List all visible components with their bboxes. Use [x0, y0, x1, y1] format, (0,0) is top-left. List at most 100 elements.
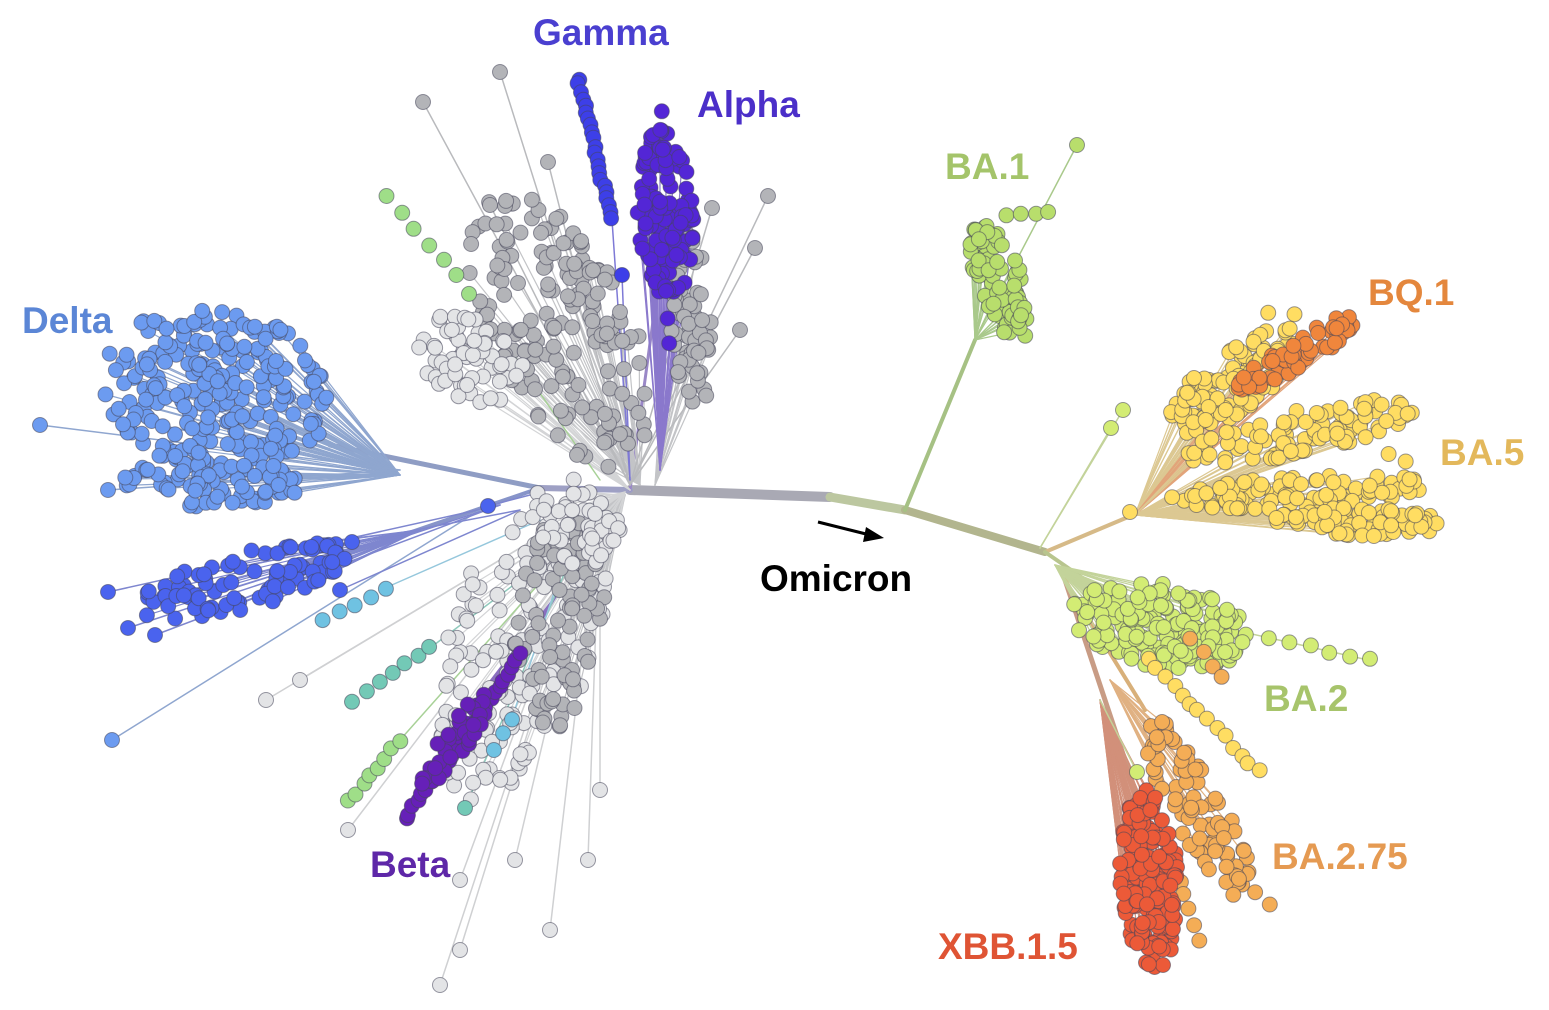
gray-tip: [527, 341, 544, 358]
gray-tip: [530, 615, 547, 632]
lightgray-tip: [542, 922, 558, 938]
ba2-tip: [1204, 591, 1221, 608]
ba2-tip: [1095, 614, 1112, 631]
lightgray-tip: [592, 782, 608, 798]
ba275-tip: [1180, 900, 1197, 917]
ba275-tip: [1213, 668, 1230, 685]
ba5-tip: [1289, 490, 1306, 507]
lightgray-tip: [459, 612, 476, 629]
delta-tip: [32, 417, 48, 433]
ba5-tip: [1374, 484, 1391, 501]
gray-tip: [579, 631, 596, 648]
ba1-tip: [989, 253, 1006, 270]
ba2-tip: [1362, 650, 1378, 667]
gray-tip: [540, 154, 556, 170]
lightgray-tip: [463, 661, 480, 678]
ba5-tip: [1147, 659, 1163, 676]
gray-tip: [614, 332, 631, 349]
xbb15-tip: [1115, 885, 1132, 902]
alpha-tip: [636, 196, 653, 213]
ba2-tip: [1260, 630, 1277, 647]
delta-tip: [224, 494, 241, 511]
ba5-tip: [1332, 399, 1349, 416]
ba1-tip: [1040, 204, 1057, 220]
ba275-tip: [1204, 658, 1221, 675]
lightgray-tip: [535, 501, 552, 518]
gray-tip: [559, 288, 576, 305]
gray-tip: [566, 255, 583, 272]
gray-tip: [543, 378, 560, 395]
delta-tip: [194, 302, 211, 319]
gray-tip: [545, 245, 562, 262]
ba1-tip: [991, 279, 1008, 296]
gray-tip: [522, 312, 539, 329]
delta-royal-tip: [324, 554, 341, 571]
alpha-tip: [641, 170, 658, 187]
lightgray-tip: [443, 321, 460, 338]
ba5-tip: [1270, 449, 1287, 466]
gray-tip: [596, 405, 613, 422]
ba5-tip: [1287, 509, 1304, 526]
lightgray-tip: [605, 532, 622, 549]
ba5-tip: [1275, 414, 1292, 431]
xbb15-tip: [1134, 915, 1151, 931]
ba5-tip: [1239, 755, 1256, 772]
ba5-tip: [1228, 339, 1245, 356]
delta-label: Delta: [22, 300, 113, 341]
ba1-tip: [1012, 205, 1029, 222]
xbb15-tip: [1164, 921, 1181, 937]
gray-tip: [630, 404, 647, 421]
gray-tip: [554, 368, 571, 385]
lightgray-tip: [258, 692, 274, 708]
gray-tip: [496, 286, 513, 303]
delta-royal-tip: [147, 627, 163, 643]
teal-tip: [358, 683, 375, 700]
sky-tip: [331, 603, 348, 620]
beta-label: Beta: [370, 844, 451, 885]
ba5-stem: [1043, 510, 1142, 554]
ba5-tip: [1236, 474, 1253, 491]
lightgray-tip: [512, 746, 529, 763]
ba5-tip: [1399, 405, 1416, 422]
alpha-tip: [684, 230, 701, 247]
delta-tip: [191, 356, 208, 373]
delta-royal-tip: [269, 563, 286, 580]
delta-tip: [138, 356, 155, 373]
ba275-tip: [1225, 886, 1242, 903]
green-tip: [421, 237, 438, 254]
delta-royal-tip: [190, 590, 207, 607]
xbb15-tip: [1133, 846, 1150, 863]
lightgray-tip: [466, 332, 483, 349]
delta-tip: [133, 425, 150, 442]
delta-branch: [241, 415, 401, 476]
delta-tip: [262, 440, 279, 457]
gray-tip: [512, 224, 529, 241]
ba275-tip: [1247, 884, 1264, 901]
green-tip: [405, 220, 422, 237]
ba5-tip: [1316, 503, 1333, 520]
lightgray-tip: [580, 852, 596, 868]
ba2-tip: [1119, 600, 1136, 617]
lightgray-tip: [438, 677, 455, 694]
alpha-branch: [651, 274, 661, 471]
gray-tip: [584, 313, 601, 329]
ba275-tip: [1182, 630, 1199, 647]
alpha-tip: [634, 240, 651, 257]
lightgray-tip: [340, 822, 356, 838]
ba5-tip: [1217, 454, 1234, 471]
delta-royal-tip: [200, 602, 217, 619]
alpha-tip: [678, 164, 695, 180]
gray-tip: [680, 315, 697, 332]
ba1-tip: [985, 295, 1002, 312]
lightgray-tip: [452, 684, 469, 701]
ba5-tip: [1122, 504, 1138, 520]
delta-tip: [200, 467, 217, 484]
gray-tip: [489, 257, 506, 274]
delta-tip: [292, 337, 309, 354]
gray-tip: [612, 304, 628, 320]
ba5-tip: [1401, 471, 1418, 488]
delta-tip: [234, 408, 251, 425]
gray-tip: [704, 200, 720, 216]
ba275-tip: [1195, 643, 1212, 660]
lightgray-tip: [508, 367, 525, 384]
